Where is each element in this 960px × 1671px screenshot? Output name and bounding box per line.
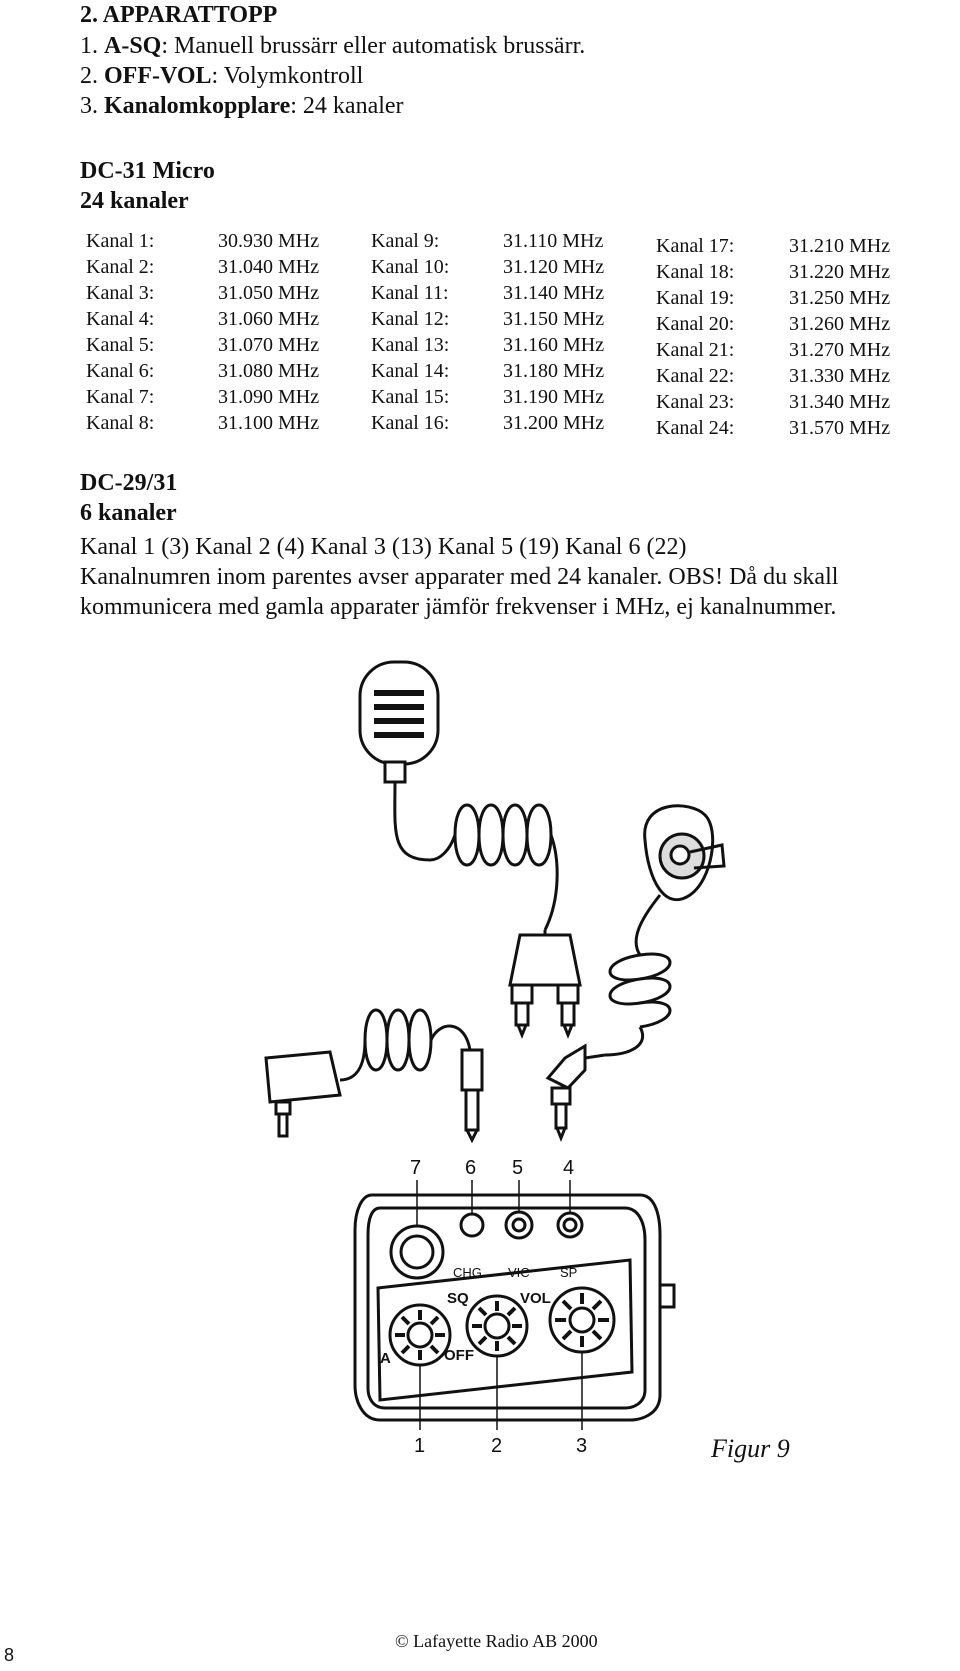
callout-4: 4 (563, 1157, 574, 1179)
callout-3: 3 (576, 1435, 587, 1457)
channel-name: Kanal 11: (371, 282, 449, 304)
label-vic: VIC (508, 1265, 530, 1280)
callout-1: 1 (414, 1435, 425, 1457)
channel-name: Kanal 4: (86, 308, 155, 330)
control-item-2: 2. OFF-VOL: Volymkontroll (80, 63, 364, 89)
label-chg: CHG (453, 1265, 482, 1280)
model1-name: DC-31 Micro (80, 158, 215, 184)
earpiece-icon (604, 804, 726, 1057)
channel-table: Kanal 1: 30.930 MHz Kanal 2: 31.040 MHz … (0, 0, 960, 460)
channel-name: Kanal 1: (86, 230, 155, 252)
channel-freq: 31.120 MHz (503, 256, 605, 278)
channel-freq: 31.070 MHz (218, 334, 320, 356)
model2-name: DC-29/31 (80, 470, 178, 496)
channel-name: Kanal 15: (371, 386, 450, 408)
channel-name: Kanal 9: (371, 230, 440, 252)
channel-name: Kanal 5: (86, 334, 155, 356)
control-item-1: 1. A-SQ: Manuell brussärr eller automati… (80, 33, 586, 59)
angled-plug-icon (545, 1043, 606, 1143)
label-off: OFF (444, 1347, 474, 1364)
channel-freq: 31.110 MHz (503, 230, 604, 252)
label-sp: SP (560, 1265, 577, 1280)
figure-illustration: 7 6 5 4 1 2 3 CHG VIC SP SQ VOL A OFF (264, 660, 726, 1457)
channel-freq: 31.210 MHz (789, 235, 891, 257)
note-line-1: Kanalnumren inom parentes avser apparate… (80, 564, 839, 590)
control-item-3: 3. Kanalomkopplare: 24 kanaler (80, 93, 404, 119)
note-line-2: kommunicera med gamla apparater jämför f… (80, 594, 837, 620)
channel-freq: 31.220 MHz (789, 261, 891, 283)
channel-name: Kanal 23: (656, 391, 735, 413)
channel-freq: 31.200 MHz (503, 412, 605, 434)
figure-caption: Figur 9 (711, 1434, 790, 1463)
channel-freq: 31.260 MHz (789, 313, 891, 335)
channel-name: Kanal 20: (656, 313, 735, 335)
channel-name: Kanal 14: (371, 360, 450, 382)
channel-freq: 31.340 MHz (789, 391, 891, 413)
callout-7: 7 (410, 1157, 421, 1179)
channel-name: Kanal 12: (371, 308, 450, 330)
model2-channels: 6 kanaler (80, 500, 177, 526)
footer-copyright: © Lafayette Radio AB 2000 (395, 1631, 598, 1651)
channel-name: Kanal 16: (371, 412, 450, 434)
charger-icon (264, 1008, 484, 1144)
callout-2: 2 (491, 1435, 502, 1457)
channel-freq: 31.040 MHz (218, 256, 320, 278)
channel-mapping: Kanal 1 (3) Kanal 2 (4) Kanal 3 (13) Kan… (80, 534, 687, 560)
channel-freq: 31.190 MHz (503, 386, 605, 408)
label-a: A (380, 1350, 391, 1367)
channel-name: Kanal 22: (656, 365, 735, 387)
callout-6: 6 (465, 1157, 476, 1179)
channel-freq: 31.080 MHz (218, 360, 320, 382)
channel-name: Kanal 13: (371, 334, 450, 356)
channel-freq: 31.270 MHz (789, 339, 891, 361)
channel-name: Kanal 7: (86, 386, 155, 408)
channel-freq: 31.090 MHz (218, 386, 320, 408)
channel-freq: 31.100 MHz (218, 412, 320, 434)
microphone-icon (358, 660, 440, 862)
coiled-cable-icon (429, 803, 559, 931)
channel-name: Kanal 21: (656, 339, 735, 361)
channel-freq: 31.250 MHz (789, 287, 891, 309)
channel-name: Kanal 6: (86, 360, 155, 382)
channel-freq: 31.160 MHz (503, 334, 605, 356)
channel-freq: 31.140 MHz (503, 282, 605, 304)
dual-plug-icon (508, 930, 582, 1040)
label-sq: SQ (447, 1290, 469, 1307)
channel-name: Kanal 3: (86, 282, 155, 304)
channel-name: Kanal 24: (656, 417, 735, 439)
channel-name: Kanal 18: (656, 261, 735, 283)
channel-freq: 31.050 MHz (218, 282, 320, 304)
channel-name: Kanal 19: (656, 287, 735, 309)
channel-freq: 30.930 MHz (218, 230, 320, 252)
channel-freq: 31.180 MHz (503, 360, 605, 382)
channel-name: Kanal 8: (86, 412, 155, 434)
channel-name: Kanal 2: (86, 256, 155, 278)
channel-freq: 31.570 MHz (789, 417, 891, 439)
page-number: 8 (4, 1645, 15, 1665)
channel-freq: 31.060 MHz (218, 308, 320, 330)
callout-5: 5 (512, 1157, 523, 1179)
channel-freq: 31.150 MHz (503, 308, 605, 330)
label-vol: VOL (520, 1290, 551, 1307)
channel-name: Kanal 17: (656, 235, 735, 257)
radio-top-icon (353, 1180, 676, 1430)
section-heading: 2. APPARATTOPP (80, 2, 278, 28)
channel-freq: 31.330 MHz (789, 365, 891, 387)
channel-name: Kanal 10: (371, 256, 450, 278)
model1-channels: 24 kanaler (80, 188, 189, 214)
